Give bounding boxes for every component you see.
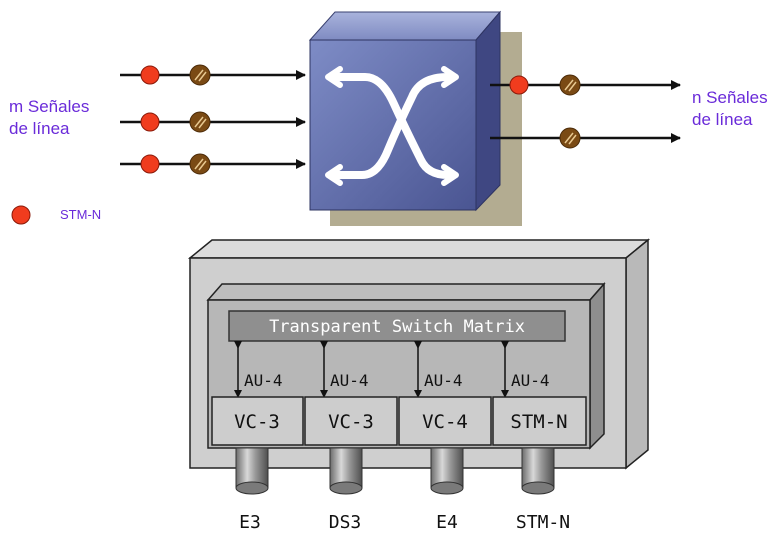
input-signal-lines [120, 64, 306, 175]
stm-n-dot-icon [140, 154, 160, 174]
stm-n-dot-icon [140, 112, 160, 132]
chassis-side [625, 238, 649, 470]
crossconnect-cube [308, 10, 522, 226]
filter-icon [189, 153, 211, 175]
port-label: E3 [239, 512, 261, 533]
au4-label: AU-4 [511, 371, 550, 390]
cube-top-face [308, 11, 502, 41]
card-top [206, 283, 606, 301]
module-label: VC-3 [328, 411, 374, 433]
input-line [120, 64, 306, 86]
port-label: STM-N [516, 512, 570, 533]
port-label: DS3 [329, 512, 362, 533]
legend-label: STM-N [60, 207, 101, 222]
au4-label: AU-4 [424, 371, 463, 390]
chassis-top [187, 239, 651, 259]
au4-label: AU-4 [330, 371, 369, 390]
stm-n-dot-icon [509, 75, 529, 95]
output-line [490, 74, 681, 96]
input-signals-label-line1: m Señales [9, 97, 89, 116]
cube-side-face [475, 10, 501, 212]
filter-icon [559, 127, 581, 149]
input-line [120, 111, 306, 133]
port-cylinders [235, 447, 555, 495]
port-cylinder-icon [329, 447, 363, 495]
module-label: VC-3 [234, 411, 280, 433]
switch-matrix-label: Transparent Switch Matrix [269, 317, 525, 337]
module-box [398, 396, 492, 446]
module-box [304, 396, 398, 446]
equipment-chassis: Transparent Switch Matrix AU-4 AU-4 AU-4… [187, 238, 651, 470]
stm-n-dot-icon [140, 65, 160, 85]
switch-matrix [228, 310, 566, 342]
output-signals-label-line2: de línea [692, 110, 753, 129]
legend: STM-N [11, 205, 101, 225]
module-box [492, 396, 587, 446]
output-signals-label-line1: n Señales [692, 88, 768, 107]
filter-icon [189, 64, 211, 86]
filter-icon [189, 111, 211, 133]
filter-icon [559, 74, 581, 96]
stm-n-dot-icon [11, 205, 31, 225]
port-cylinder-icon [430, 447, 464, 495]
au4-connections [234, 341, 509, 398]
port-cylinder-icon [521, 447, 555, 495]
card-side [589, 282, 605, 450]
port-label: E4 [436, 512, 458, 533]
au4-label: AU-4 [244, 371, 283, 390]
port-cylinder-icon [235, 447, 269, 495]
crossconnect-arrows-icon [325, 66, 459, 186]
input-line [120, 153, 306, 175]
output-signal-lines [490, 74, 681, 149]
output-line [490, 127, 681, 149]
cube-front-face [309, 39, 477, 211]
input-signals-label-line2: de línea [9, 119, 70, 138]
module-box [211, 396, 304, 446]
module-label: VC-4 [422, 411, 468, 433]
tributary-modules: VC-3 VC-3 VC-4 STM-N [211, 396, 587, 446]
module-label: STM-N [510, 411, 567, 433]
